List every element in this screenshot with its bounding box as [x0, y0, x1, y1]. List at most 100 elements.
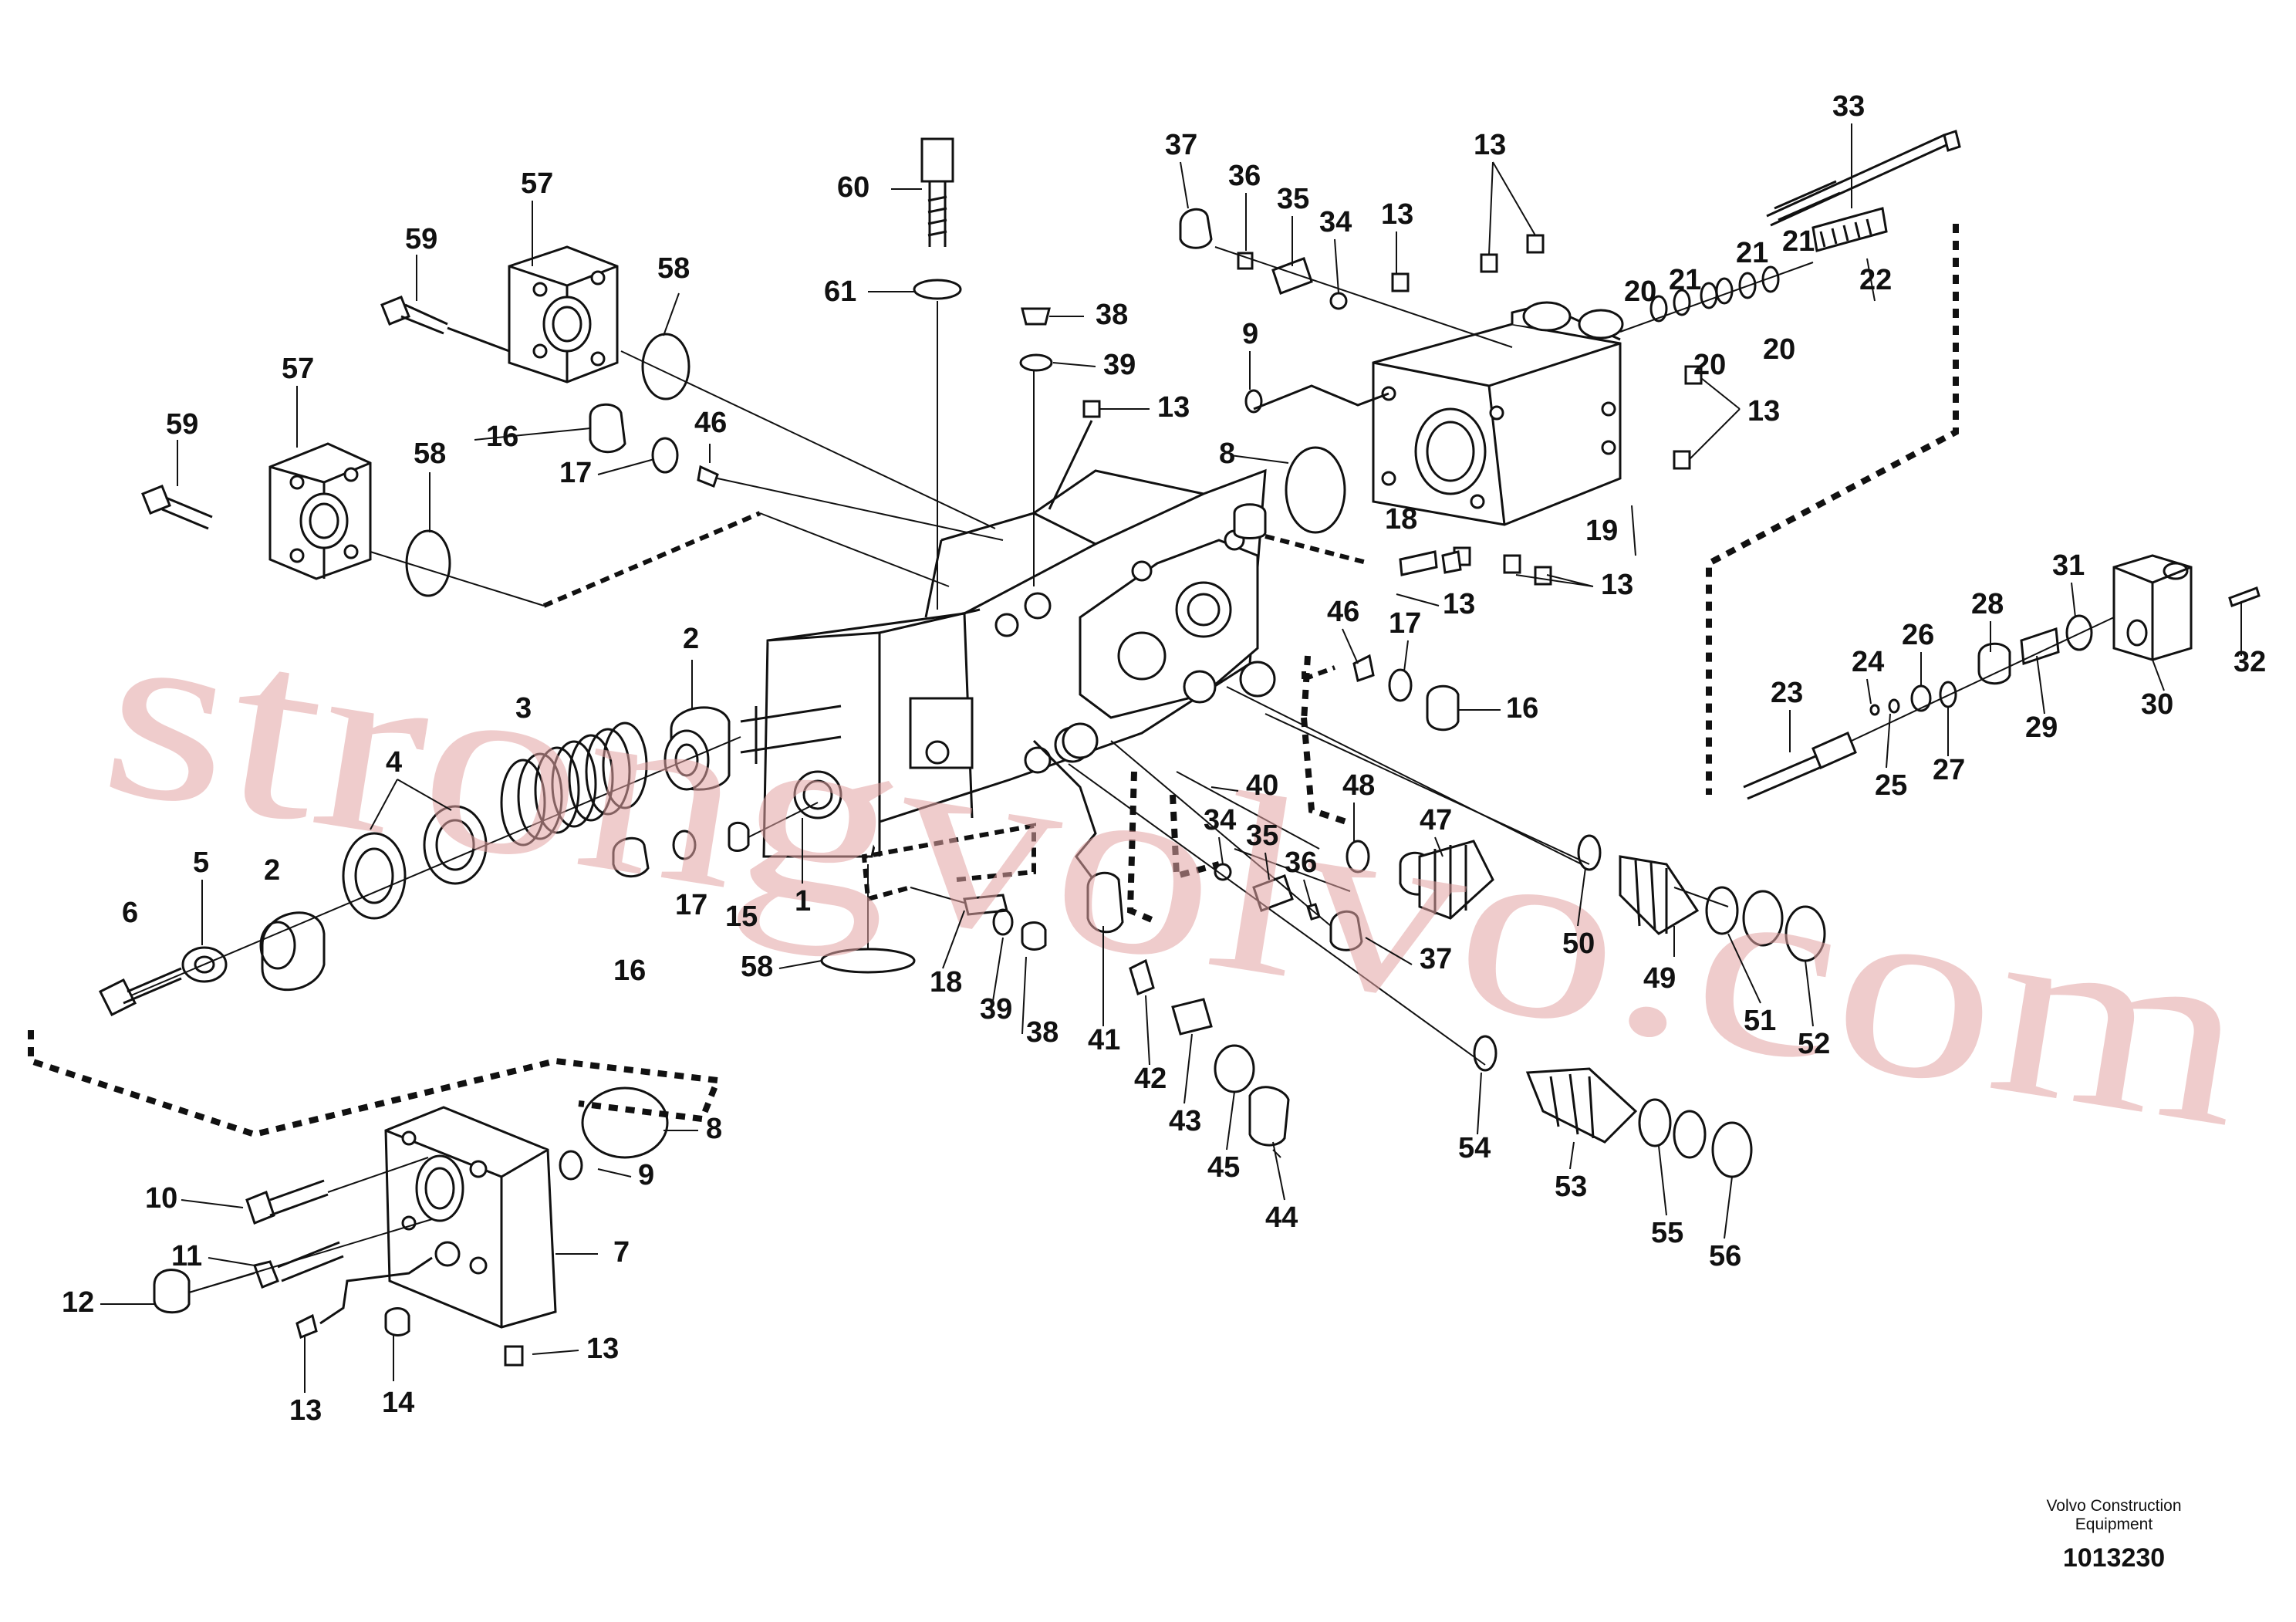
- callout-48: 48: [1342, 769, 1375, 802]
- callout-36: 36: [1228, 160, 1261, 192]
- callout-16: 16: [1506, 692, 1538, 725]
- callout-23: 23: [1771, 677, 1803, 709]
- callout-7: 7: [613, 1236, 630, 1269]
- callout-42: 42: [1134, 1063, 1167, 1095]
- callout-37: 37: [1165, 129, 1197, 161]
- callout-57: 57: [282, 353, 314, 385]
- callout-9: 9: [638, 1159, 654, 1191]
- callout-16: 16: [613, 955, 646, 987]
- callout-27: 27: [1933, 754, 1965, 786]
- callout-31: 31: [2052, 549, 2085, 582]
- callout-1: 1: [795, 885, 811, 917]
- callout-5: 5: [193, 846, 209, 879]
- callout-20: 20: [1693, 349, 1726, 381]
- callout-58: 58: [741, 951, 773, 983]
- callout-38: 38: [1096, 299, 1128, 331]
- callout-53: 53: [1555, 1171, 1587, 1203]
- callout-61: 61: [824, 275, 856, 308]
- callout-13: 13: [1157, 391, 1190, 424]
- callout-17: 17: [1389, 607, 1421, 640]
- leader-lines: [100, 123, 2242, 1393]
- callout-10: 10: [145, 1182, 177, 1215]
- callout-13: 13: [586, 1333, 619, 1365]
- callout-28: 28: [1971, 588, 2004, 620]
- callout-39: 39: [1103, 349, 1136, 381]
- callout-30: 30: [2141, 688, 2173, 721]
- callout-55: 55: [1651, 1217, 1683, 1249]
- callout-12: 12: [62, 1286, 94, 1319]
- callout-56: 56: [1709, 1240, 1741, 1272]
- callout-13: 13: [1381, 198, 1413, 231]
- callout-26: 26: [1902, 619, 1934, 651]
- callout-33: 33: [1832, 90, 1865, 123]
- callout-60: 60: [837, 171, 869, 204]
- callout-44: 44: [1265, 1201, 1298, 1234]
- callout-47: 47: [1420, 804, 1452, 836]
- manufacturer-line-1: Volvo Construction: [2046, 1497, 2182, 1515]
- callout-4: 4: [386, 746, 402, 779]
- assembly-linework: [28, 130, 2261, 1367]
- drawing-caption: Volvo Construction Equipment 1013230: [1983, 1497, 2245, 1573]
- callout-20: 20: [1763, 333, 1795, 366]
- callout-43: 43: [1169, 1105, 1201, 1137]
- callout-59: 59: [166, 408, 198, 441]
- callout-35: 35: [1246, 819, 1278, 852]
- callout-52: 52: [1798, 1028, 1830, 1060]
- lower-flange: [268, 442, 372, 580]
- callout-22: 22: [1859, 264, 1892, 296]
- callout-59: 59: [405, 223, 437, 255]
- callout-29: 29: [2025, 711, 2058, 744]
- side-valve-block: [1372, 301, 1624, 526]
- callout-11: 11: [171, 1240, 202, 1272]
- callout-35: 35: [1277, 183, 1309, 215]
- callout-6: 6: [122, 897, 138, 929]
- callout-18: 18: [930, 966, 962, 999]
- callout-54: 54: [1458, 1132, 1491, 1164]
- callout-46: 46: [694, 407, 727, 439]
- callout-15: 15: [725, 901, 758, 933]
- callout-41: 41: [1088, 1024, 1120, 1056]
- o-ring-large: [1285, 446, 1346, 534]
- callout-labels: 1 2 2 3 4 5 6 7 8 8 9 9 10 11 12 13 13 1…: [62, 90, 2266, 1427]
- callout-8: 8: [706, 1113, 722, 1145]
- callout-39: 39: [980, 993, 1012, 1026]
- main-valve-body: [762, 468, 1276, 858]
- callout-2: 2: [264, 854, 280, 887]
- callout-38: 38: [1026, 1016, 1059, 1049]
- document-number: 1013230: [2062, 1543, 2166, 1573]
- callout-13: 13: [1601, 569, 1633, 601]
- callout-40: 40: [1246, 769, 1278, 802]
- callout-9: 9: [1242, 318, 1258, 350]
- callout-46: 46: [1327, 596, 1359, 628]
- callout-17: 17: [559, 457, 592, 489]
- callout-13: 13: [1474, 129, 1506, 161]
- callout-37: 37: [1420, 943, 1452, 975]
- callout-21: 21: [1669, 264, 1701, 296]
- callout-17: 17: [675, 889, 707, 921]
- callout-34: 34: [1204, 804, 1236, 836]
- end-cover: [384, 1106, 557, 1329]
- callout-24: 24: [1852, 646, 1884, 678]
- upper-flange: [508, 245, 619, 384]
- callout-25: 25: [1875, 769, 1907, 802]
- callout-36: 36: [1285, 846, 1317, 879]
- callout-13: 13: [289, 1394, 322, 1427]
- callout-51: 51: [1744, 1005, 1776, 1037]
- callout-49: 49: [1643, 962, 1676, 995]
- callout-18: 18: [1385, 503, 1417, 536]
- callout-20: 20: [1624, 275, 1656, 308]
- callout-21: 21: [1736, 237, 1768, 269]
- callout-50: 50: [1562, 928, 1595, 960]
- callout-58: 58: [657, 252, 690, 285]
- callout-8: 8: [1219, 438, 1235, 470]
- spring: [500, 721, 648, 846]
- callout-32: 32: [2234, 646, 2266, 678]
- callout-19: 19: [1585, 515, 1618, 547]
- callout-57: 57: [521, 167, 553, 200]
- callout-45: 45: [1207, 1151, 1240, 1184]
- callout-13: 13: [1747, 395, 1780, 427]
- callout-2: 2: [683, 623, 699, 655]
- manufacturer-line-2: Equipment: [2075, 1516, 2153, 1533]
